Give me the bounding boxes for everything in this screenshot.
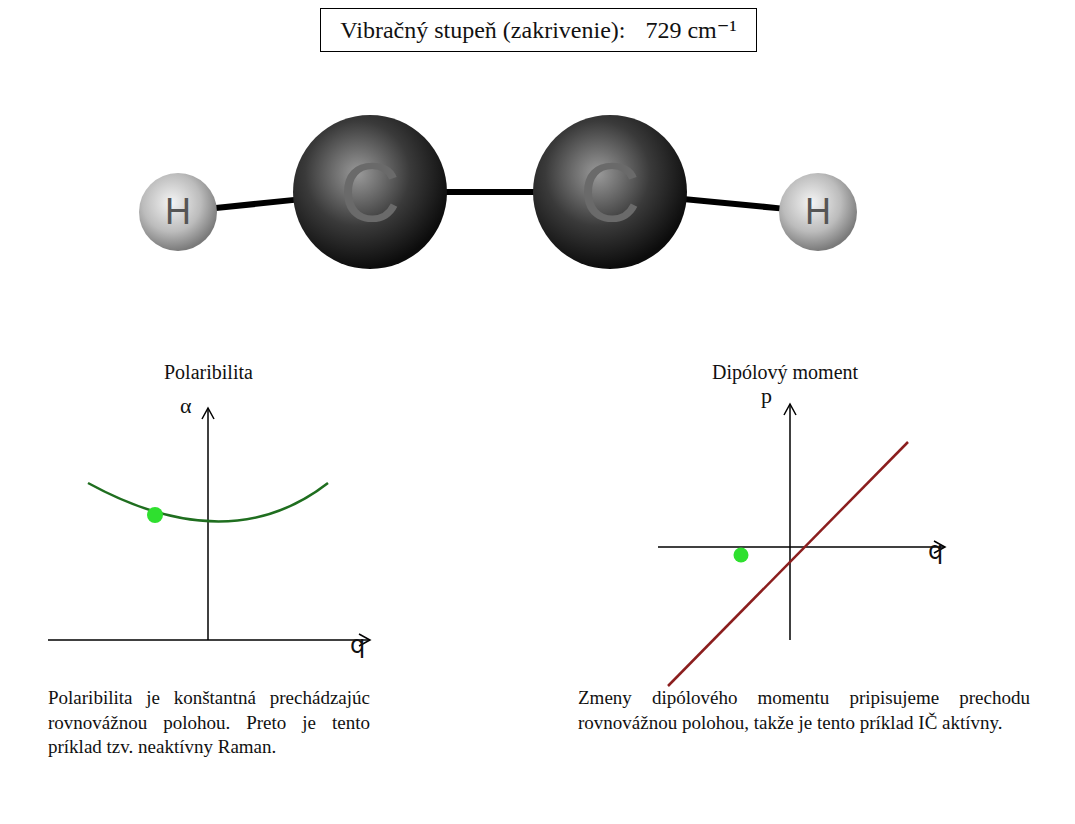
- axis-label: q: [928, 536, 943, 567]
- heading-text: Vibračný stupeň (zakrivenie):: [340, 17, 625, 44]
- heading-box: Vibračný stupeň (zakrivenie): 729 cm⁻¹: [320, 8, 757, 52]
- explanation-text: Zmeny dipólového momentu pripisujeme pre…: [578, 686, 1030, 735]
- axis-label: p: [761, 382, 772, 411]
- sphere-shape: [293, 115, 447, 269]
- atom-symbol: C: [580, 150, 641, 234]
- sphere-shape: [779, 173, 857, 251]
- bond-line: [446, 189, 534, 195]
- explanation-text: Polaribilita je konštantná prechádzajúc …: [48, 686, 370, 760]
- heading-text: 729 cm⁻¹: [645, 16, 736, 44]
- dipole-graph: [658, 404, 945, 686]
- sphere-shape: [533, 115, 687, 269]
- atom-symbol: H: [805, 194, 831, 230]
- axis-label: Polaribilita: [164, 359, 253, 385]
- bond-line: [686, 199, 781, 208]
- y-axis: [207, 408, 209, 640]
- y-axis: [789, 404, 791, 640]
- atom-symbol: H: [165, 194, 191, 230]
- atom-circle: C: [292, 114, 448, 270]
- bond-line: [216, 200, 295, 208]
- atom-symbol: C: [340, 150, 401, 234]
- polarizability-graph: [48, 408, 370, 640]
- parabola-curve: [88, 483, 328, 522]
- linear-curve: [668, 442, 908, 686]
- x-axis: [48, 639, 370, 641]
- sphere-shape: [139, 173, 217, 251]
- axis-label: q: [350, 630, 365, 661]
- axis-label: Dipólový moment: [712, 359, 858, 385]
- x-axis: [658, 546, 945, 548]
- atom-circle: H: [138, 172, 218, 252]
- axis-label: α: [180, 392, 192, 421]
- state-dot: [147, 507, 163, 523]
- atom-circle: H: [778, 172, 858, 252]
- state-dot: [734, 548, 749, 563]
- atom-circle: C: [532, 114, 688, 270]
